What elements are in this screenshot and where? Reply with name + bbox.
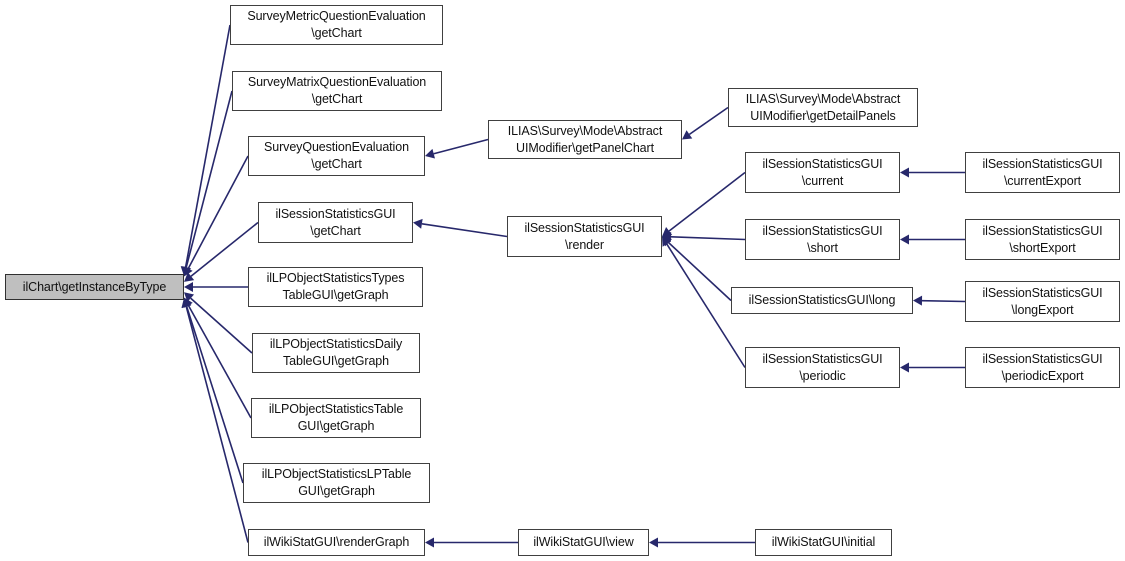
arrowhead-currentExport-to-sessCurrent [900, 167, 909, 178]
graph-node-periodicExport[interactable]: ilSessionStatisticsGUI \periodicExport [965, 347, 1120, 388]
graph-node-sessRender[interactable]: ilSessionStatisticsGUI \render [507, 216, 662, 257]
arrowhead-shortExport-to-sessShort [900, 234, 909, 245]
graph-node-matrix[interactable]: SurveyMatrixQuestionEvaluation \getChart [232, 71, 442, 111]
arrowhead-sessLong-to-sessRender [662, 236, 672, 247]
arrowhead-sessShort-to-sessRender [662, 231, 672, 242]
graph-node-root[interactable]: ilChart\getInstanceByType [5, 274, 184, 300]
graph-node-sessGetChart[interactable]: ilSessionStatisticsGUI \getChart [258, 202, 413, 243]
graph-node-sessLong[interactable]: ilSessionStatisticsGUI\long [731, 287, 913, 314]
arrowhead-surveyq-to-root [183, 266, 193, 277]
edge-wikiRender-to-root [185, 306, 249, 543]
graph-node-sessCurrent[interactable]: ilSessionStatisticsGUI \current [745, 152, 900, 193]
graph-node-panelChart[interactable]: ILIAS\Survey\Mode\Abstract UIModifier\ge… [488, 120, 682, 159]
graph-node-wikiRender[interactable]: ilWikiStatGUI\renderGraph [248, 529, 425, 556]
graph-node-sessShort[interactable]: ilSessionStatisticsGUI \short [745, 219, 900, 260]
graph-node-shortExport[interactable]: ilSessionStatisticsGUI \shortExport [965, 219, 1120, 260]
graph-node-lpLPTable[interactable]: ilLPObjectStatisticsLPTable GUI\getGraph [243, 463, 430, 503]
edge-detailPanels-to-panelChart [688, 106, 729, 136]
edge-surveyq-to-root [187, 155, 249, 269]
edge-sessCurrent-to-sessRender [668, 171, 746, 232]
arrowhead-lpTypes-to-root [184, 282, 193, 292]
arrowhead-sessPeriodic-to-sessRender [662, 236, 672, 247]
edge-sessRender-to-sessGetChart [421, 223, 508, 238]
arrowhead-longExport-to-sessLong [913, 295, 923, 306]
graph-node-detailPanels[interactable]: ILIAS\Survey\Mode\Abstract UIModifier\ge… [728, 88, 918, 127]
arrowhead-wikiView-to-wikiRender [425, 537, 434, 548]
graph-node-surveyq[interactable]: SurveyQuestionEvaluation \getChart [248, 136, 425, 176]
edge-matrix-to-root [185, 90, 233, 268]
arrowhead-sessGetChart-to-root [184, 272, 195, 282]
edge-lpDaily-to-root [190, 297, 253, 354]
edge-sessShort-to-sessRender [670, 236, 746, 241]
arrowhead-lpDaily-to-root [184, 292, 195, 303]
arrowhead-wikiInitial-to-wikiView [649, 537, 658, 548]
graph-node-lpTable[interactable]: ilLPObjectStatisticsTable GUI\getGraph [251, 398, 421, 438]
arrowhead-detailPanels-to-panelChart [682, 130, 693, 140]
arrowhead-sessCurrent-to-sessRender [662, 227, 673, 237]
graph-node-longExport[interactable]: ilSessionStatisticsGUI \longExport [965, 281, 1120, 322]
graph-node-wikiInitial[interactable]: ilWikiStatGUI\initial [755, 529, 892, 556]
graph-node-currentExport[interactable]: ilSessionStatisticsGUI \currentExport [965, 152, 1120, 193]
arrowhead-panelChart-to-surveyq [425, 148, 435, 159]
arrowhead-lpTable-to-root [184, 297, 193, 308]
arrowhead-sessRender-to-sessGetChart [413, 218, 423, 229]
edge-lpTable-to-root [187, 304, 252, 419]
edge-metric-to-root [184, 24, 231, 268]
graph-node-sessPeriodic[interactable]: ilSessionStatisticsGUI \periodic [745, 347, 900, 388]
graph-node-wikiView[interactable]: ilWikiStatGUI\view [518, 529, 649, 556]
graph-node-lpTypes[interactable]: ilLPObjectStatisticsTypes TableGUI\getGr… [248, 267, 423, 307]
edge-longExport-to-sessLong [921, 299, 966, 303]
edge-sessLong-to-sessRender [668, 242, 732, 302]
edge-lpLPTable-to-root [185, 306, 244, 484]
graph-node-lpDaily[interactable]: ilLPObjectStatisticsDaily TableGUI\getGr… [252, 333, 420, 373]
arrowhead-periodicExport-to-sessPeriodic [900, 362, 909, 373]
edge-panelChart-to-surveyq [433, 138, 489, 155]
graph-node-metric[interactable]: SurveyMetricQuestionEvaluation \getChart [230, 5, 443, 45]
